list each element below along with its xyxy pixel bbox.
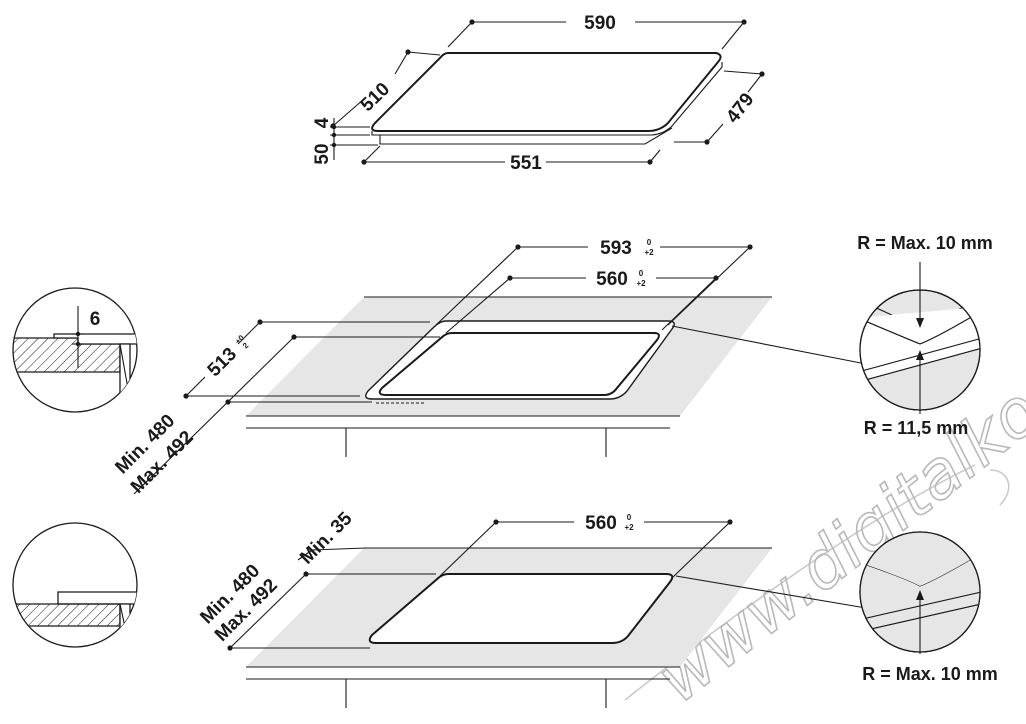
- hob-body: [379, 127, 673, 145]
- dim-width-bottom: 551: [510, 153, 542, 174]
- corner-radius-std-label: R = Max. 10 mm: [862, 664, 998, 684]
- hob-glass-outline: [371, 52, 722, 132]
- dim-cutout-depth: 513: [204, 344, 241, 381]
- tol-width-lower: +2: [624, 523, 634, 532]
- flush-install: 593 0 +2 560 0 +2 513 +0 2 Min. 480 Max.…: [111, 238, 867, 498]
- tol-outer-upper: 0: [647, 238, 652, 247]
- tol-inner-upper: 0: [639, 269, 644, 278]
- dim-cutout-width: 560: [585, 513, 617, 534]
- detail-surface-circle: [12, 522, 138, 648]
- dim-step: 6: [90, 309, 101, 330]
- detail-step-circle: 6: [12, 287, 138, 413]
- dim-cutout-outer-width: 593: [600, 238, 632, 259]
- tol-inner-lower: +2: [636, 279, 646, 288]
- corner-radius-outer-label: R = Max. 10 mm: [857, 233, 993, 253]
- tol-width-upper: 0: [627, 513, 632, 522]
- dim-depth-right: 479: [722, 89, 758, 127]
- tol-outer-lower: +2: [644, 248, 654, 257]
- dim-cutout-inner-width: 560: [596, 269, 628, 290]
- dim-edge-min: Min. 35: [296, 508, 357, 569]
- detail-corner-flush: R = Max. 10 mm R = 11,5 mm: [857, 233, 993, 438]
- cutout-hole: [378, 332, 660, 396]
- corner-radius-inner-label: R = 11,5 mm: [864, 418, 969, 438]
- hob-glass-edge: [371, 62, 723, 136]
- tol-depth-lower: 2: [241, 341, 251, 351]
- dim-glass-thickness: 4: [312, 117, 333, 128]
- hob-drawing: 590 510 479 551 4 50: [312, 13, 765, 174]
- dim-width-top: 590: [584, 13, 616, 34]
- dim-body-height: 50: [312, 143, 333, 164]
